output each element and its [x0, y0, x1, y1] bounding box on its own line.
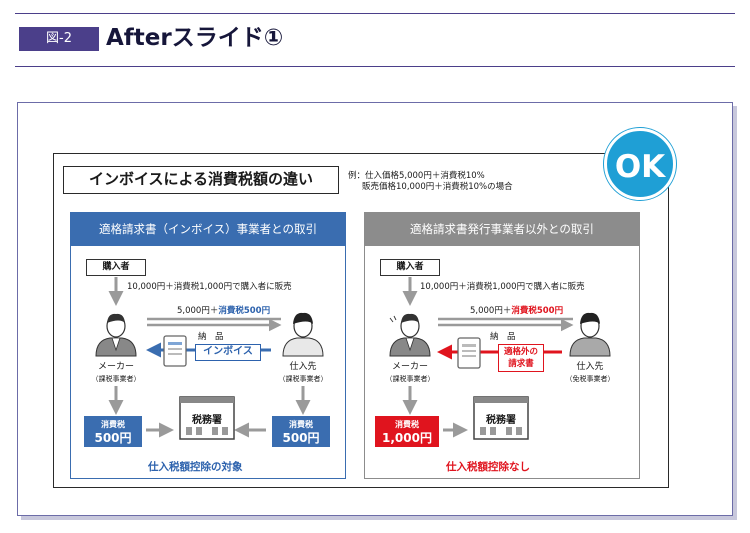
delivery-label-right: 納 品: [490, 332, 516, 342]
non-invoice-footer: 仕入税額控除なし: [446, 461, 530, 473]
invoice-panel-heading: 適格請求書（インボイス）事業者との取引: [70, 212, 346, 246]
payment-amount-right: 5,000円＋消費税500円: [470, 306, 563, 317]
non-invoice-badge-line-2: 請求書: [508, 359, 534, 369]
slide-title: インボイスによる消費税額の違い: [63, 166, 339, 194]
supplier-tax-box-left: 消費税 500円: [272, 416, 330, 447]
invoice-footer: 仕入税額控除の対象: [148, 461, 243, 473]
maker-tax-box-right: 消費税 1,000円: [375, 416, 439, 447]
non-invoice-badge: 適格外の 請求書: [498, 344, 544, 372]
maker-tax-value-left: 500円: [94, 431, 132, 445]
buyer-label-right: 購入者: [380, 259, 440, 276]
maker-sub-right: （課税事業者）: [385, 375, 435, 383]
ok-badge: OK: [604, 128, 676, 200]
payment-amount-left: 5,000円＋消費税500円: [177, 306, 270, 317]
supplier-name-right: 仕入先: [576, 362, 604, 372]
supplier-sub-left: （課税事業者）: [278, 375, 328, 383]
supplier-tax-label-left: 消費税: [289, 420, 313, 429]
non-invoice-panel-heading: 適格請求書発行事業者以外との取引: [364, 212, 640, 246]
payment-amount-prefix-right: 5,000円＋: [470, 306, 512, 316]
non-invoice-badge-line-1: 適格外の: [503, 347, 538, 357]
maker-tax-label-right: 消費税: [395, 420, 419, 429]
invoice-badge: インボイス: [195, 344, 261, 361]
maker-tax-box-left: 消費税 500円: [84, 416, 142, 447]
header-top-rule: [15, 13, 735, 14]
delivery-label-left: 納 品: [198, 332, 224, 342]
figure-label: 図-2: [19, 27, 99, 51]
maker-sub-left: （課税事業者）: [91, 375, 141, 383]
payment-tax-right: 消費税500円: [511, 306, 564, 316]
maker-tax-value-right: 1,000円: [382, 431, 432, 445]
payment-amount-prefix-left: 5,000円＋: [177, 306, 219, 316]
maker-name-right: メーカー: [391, 362, 428, 372]
example-note-line-2: 販売価格10,000円＋消費税10%の場合: [362, 182, 513, 192]
header-bottom-rule: [15, 66, 735, 67]
buyer-label-left: 購入者: [86, 259, 146, 276]
supplier-name-left: 仕入先: [289, 362, 317, 372]
sale-note-left: 10,000円＋消費税1,000円で購入者に販売: [127, 282, 292, 292]
example-note-line-1: 例：仕入価格5,000円＋消費税10%: [348, 171, 485, 181]
tax-office-label-right: 税務署: [486, 415, 516, 426]
tax-office-label-left: 税務署: [192, 415, 222, 426]
maker-tax-label-left: 消費税: [101, 420, 125, 429]
supplier-tax-value-left: 500円: [282, 431, 320, 445]
page-title: Afterスライド①: [106, 25, 284, 51]
payment-tax-left: 消費税500円: [218, 306, 271, 316]
maker-name-left: メーカー: [97, 362, 134, 372]
sale-note-right: 10,000円＋消費税1,000円で購入者に販売: [420, 282, 585, 292]
supplier-sub-right: （免税事業者）: [565, 375, 615, 383]
